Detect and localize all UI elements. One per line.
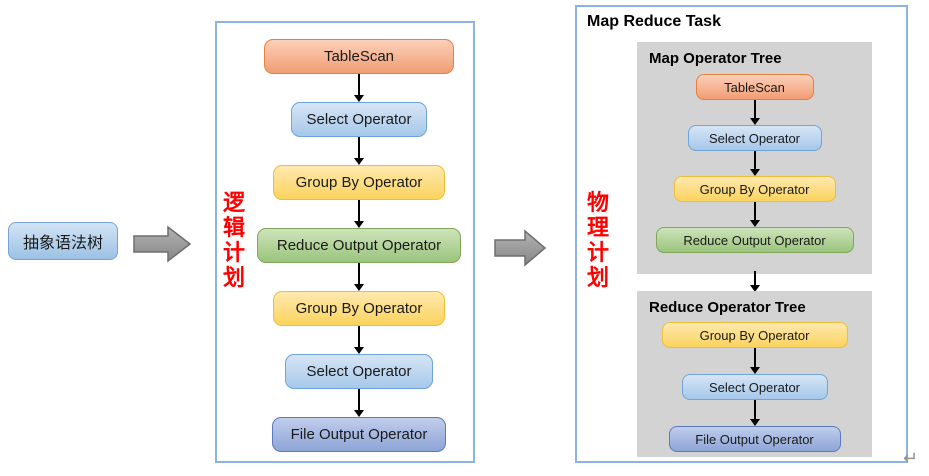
transform-right-arrow-icon [494, 229, 547, 267]
flow-node-select: Select Operator [687, 125, 822, 151]
map-operator-tree-title: Map Operator Tree [649, 50, 782, 67]
flow-node-groupby: Group By Operator [661, 322, 848, 348]
flow-node-groupby: Group By Operator [273, 291, 445, 326]
flow-node-file-output: File Output Operator [668, 426, 841, 452]
map-reduce-task-title: Map Reduce Task [587, 13, 721, 30]
down-arrow-icon [749, 400, 761, 426]
logical-plan-box: 逻辑计划 TableScan Select Operator Group By … [215, 21, 475, 463]
reduce-operator-tree-panel: Reduce Operator Tree Group By Operator S… [637, 291, 872, 457]
flow-node-groupby: Group By Operator [273, 165, 445, 200]
flow-node-select: Select Operator [285, 354, 433, 389]
down-arrow-icon [749, 100, 761, 125]
down-arrow-icon [353, 389, 365, 417]
physical-plan-label: 物理计划 [586, 190, 609, 290]
down-arrow-icon [353, 200, 365, 228]
logical-plan-label: 逻辑计划 [222, 190, 245, 290]
down-arrow-icon [353, 263, 365, 291]
flow-node-select: Select Operator [681, 374, 828, 400]
down-arrow-icon [353, 74, 365, 102]
map-reduce-task-box: Map Reduce Task 物理计划 Map Operator Tree T… [575, 5, 908, 463]
reduce-operator-tree-title: Reduce Operator Tree [649, 299, 806, 316]
reduce-operator-tree-flow: Group By Operator Select Operator File O… [637, 322, 872, 452]
down-arrow-icon [749, 151, 761, 176]
down-arrow-icon [353, 137, 365, 165]
map-operator-tree-panel: Map Operator Tree TableScan Select Opera… [637, 42, 872, 274]
map-operator-tree-flow: TableScan Select Operator Group By Opera… [637, 74, 872, 253]
down-arrow-icon [749, 202, 761, 227]
down-arrow-icon [749, 348, 761, 374]
flow-node-reduce-output: Reduce Output Operator [257, 228, 461, 263]
flow-node-reduce-output: Reduce Output Operator [655, 227, 854, 253]
ast-node: 抽象语法树 [8, 222, 118, 260]
down-arrow-icon [749, 271, 761, 292]
paragraph-return-mark: ↵ [903, 448, 919, 468]
transform-right-arrow-icon [133, 225, 192, 263]
flow-node-tablescan: TableScan [264, 39, 454, 74]
logical-plan-flow: TableScan Select Operator Group By Opera… [243, 39, 475, 452]
down-arrow-icon [353, 326, 365, 354]
flow-node-file-output: File Output Operator [272, 417, 446, 452]
flow-node-select: Select Operator [291, 102, 427, 137]
flow-node-groupby: Group By Operator [673, 176, 836, 202]
flow-node-tablescan: TableScan [695, 74, 814, 100]
